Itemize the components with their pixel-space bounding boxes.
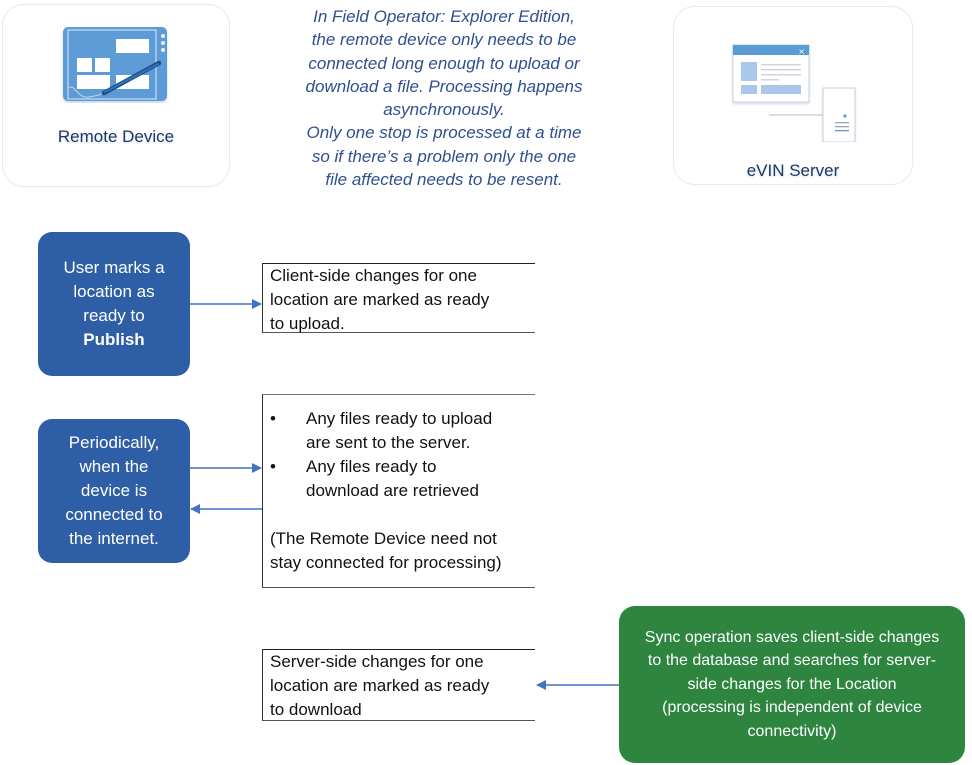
publish-action-box: User marks a location as ready to Publis… [38,232,190,376]
note-line: download a file. Processing happens [305,76,583,96]
sync-line: side changes for the Location [687,675,897,693]
note-line: so if there’s a problem only the one [311,146,577,166]
explanation-note: In Field Operator: Explorer Edition, the… [284,5,604,191]
action-line: the internet. [69,529,159,548]
bullet-line: Any files ready to [306,457,437,476]
action-line: location as [73,282,155,301]
tablet-with-stylus-icon [63,27,167,101]
action-line: ready to [83,306,145,325]
svg-text:×: × [798,47,805,56]
result-line: Server-side changes for one [270,652,484,671]
footnote-line: stay connected for processing) [270,553,502,572]
remote-device-card: Remote Device [2,4,230,187]
note-line: asynchronously. [383,100,505,120]
sync-line: (processing is independent of device [662,699,922,717]
bullet-item: Any files ready to download are retrieve… [270,455,535,503]
server-changes-box: Server-side changes for one location are… [262,649,535,721]
action-line: User marks a [63,258,165,277]
note-line: the remote device only needs to be [311,30,577,50]
server-card: × eVIN Server [673,6,913,185]
remote-device-label: Remote Device [57,127,175,146]
sync-line: connectivity) [747,722,837,740]
server-label: eVIN Server [746,161,840,180]
result-line: location are marked as ready [270,290,490,309]
bullet-line: download are retrieved [306,481,479,500]
sync-line: Sync operation saves client-side changes [644,628,940,646]
publish-keyword: Publish [83,330,145,349]
server-with-window-icon: × [732,44,856,142]
note-line: In Field Operator: Explorer Edition, [313,7,575,26]
note-line: Only one stop is processed at a time [306,123,582,143]
result-line: location are marked as ready [270,676,490,695]
client-changes-box: Client-side changes for one location are… [262,263,535,333]
file-transfer-box: Any files ready to upload are sent to th… [262,394,535,588]
result-line: to download [270,700,362,719]
note-line: file affected needs to be resent. [325,170,563,190]
sync-line: to the database and searches for server- [647,652,937,670]
result-line: Client-side changes for one [270,266,477,285]
transfer-bullets: Any files ready to upload are sent to th… [270,407,535,503]
periodic-sync-action-box: Periodically, when the device is connect… [38,419,190,563]
bullet-line: Any files ready to upload [306,409,493,428]
note-line: connected long enough to upload or [308,53,580,73]
action-line: when the [79,457,149,476]
action-line: connected to [65,505,163,524]
sync-operation-box: Sync operation saves client-side changes… [619,606,965,763]
bullet-item: Any files ready to upload are sent to th… [270,407,535,455]
action-line: Periodically, [68,433,160,452]
result-line: to upload. [270,314,345,333]
action-line: device is [80,481,148,500]
bullet-line: are sent to the server. [306,433,471,452]
footnote-line: (The Remote Device need not [270,529,497,548]
